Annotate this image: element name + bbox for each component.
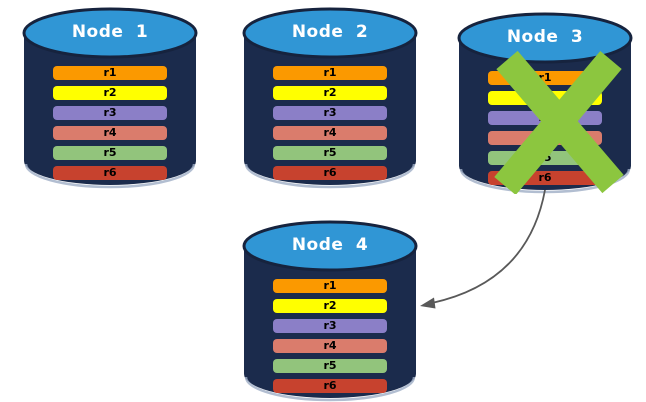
node-4: Node 4 r1 r2 r3 r4 r5 r6 <box>242 220 418 402</box>
replica-bar-label: r6 <box>538 171 552 184</box>
replica-bar-label: r1 <box>103 66 117 79</box>
replica-bar-label: r4 <box>103 126 117 139</box>
node-2: Node 2 r1 r2 r3 r4 r5 r6 <box>242 7 418 189</box>
replica-bar-r4: r4 <box>273 339 387 353</box>
replica-bar-label: r1 <box>323 279 337 292</box>
replica-bar-label: r2 <box>323 86 337 99</box>
arrow-curve <box>431 189 546 304</box>
replica-bar-r6: r6 <box>53 166 167 180</box>
node-title: Node 2 <box>291 22 369 42</box>
replica-bar-r2: r2 <box>53 86 167 100</box>
replica-bar-label: r3 <box>323 106 337 119</box>
replica-bar-label: r1 <box>323 66 337 79</box>
replica-bar-r1: r1 <box>53 66 167 80</box>
replica-bar-r3: r3 <box>53 106 167 120</box>
replica-bar-r6: r6 <box>273 166 387 180</box>
replica-bar-r2: r2 <box>273 86 387 100</box>
replica-bar-label: r2 <box>103 86 117 99</box>
node-title: Node 3 <box>506 27 584 47</box>
replica-bar-r1: r1 <box>273 66 387 80</box>
replica-bar-label: r3 <box>103 106 117 119</box>
replica-bar-label: r5 <box>103 146 117 159</box>
replica-bar-label: r3 <box>323 319 337 332</box>
replica-bar-label: r4 <box>323 339 337 352</box>
failure-x-icon <box>494 50 624 194</box>
replica-bar-r5: r5 <box>273 146 387 160</box>
replica-bar-label: r5 <box>323 359 337 372</box>
replica-bar-r3: r3 <box>273 106 387 120</box>
node-3: Node 3 r1 r2 r3 r4 r5 r6 <box>457 12 633 194</box>
replica-bar-r3: r3 <box>273 319 387 333</box>
node-title: Node 4 <box>291 235 369 255</box>
replica-bar-label: r6 <box>323 379 337 392</box>
replica-bar-label: r2 <box>323 299 337 312</box>
replica-list: r1 r2 r3 r4 r5 r6 <box>53 66 167 186</box>
replica-list: r1 r2 r3 r4 r5 r6 <box>273 279 387 399</box>
replica-bar-label: r6 <box>103 166 117 179</box>
replica-bar-r5: r5 <box>273 359 387 373</box>
replica-bar-label: r5 <box>323 146 337 159</box>
replica-list: r1 r2 r3 r4 r5 r6 <box>273 66 387 186</box>
replica-bar-r6: r6 <box>273 379 387 393</box>
replica-bar-label: r6 <box>323 166 337 179</box>
node-1: Node 1 r1 r2 r3 r4 r5 r6 <box>22 7 198 189</box>
node-title: Node 1 <box>71 22 149 42</box>
replica-bar-r1: r1 <box>273 279 387 293</box>
replica-bar-r5: r5 <box>53 146 167 160</box>
replica-bar-label: r4 <box>323 126 337 139</box>
arrow-head-icon <box>420 297 436 309</box>
replica-bar-r4: r4 <box>53 126 167 140</box>
replica-bar-r2: r2 <box>273 299 387 313</box>
replica-bar-r4: r4 <box>273 126 387 140</box>
